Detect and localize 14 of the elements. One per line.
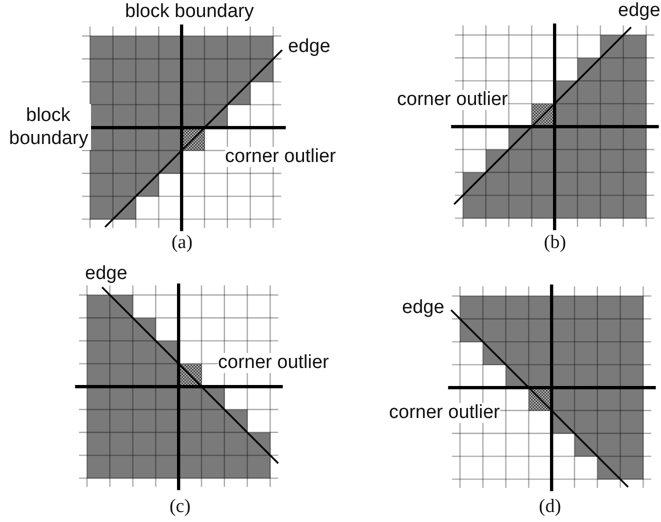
boundary-label: block boundary: [9, 104, 91, 150]
panel-caption: (c): [169, 497, 191, 517]
outlier-label: corner outlier: [397, 90, 508, 110]
boundary-label: block boundary: [125, 2, 254, 22]
panel-caption: (d): [538, 497, 562, 517]
annotation-label: edge: [402, 298, 444, 318]
annotation-label: edge: [85, 264, 128, 284]
outlier-label: corner outlier: [389, 403, 500, 423]
annotation-label: edge: [618, 1, 660, 21]
annotation-label: edge: [288, 37, 330, 57]
outlier-label: corner outlier: [218, 353, 329, 373]
outlier-label: corner outlier: [225, 147, 336, 167]
panel-caption: (a): [171, 233, 193, 253]
panel-caption: (b): [544, 233, 566, 253]
